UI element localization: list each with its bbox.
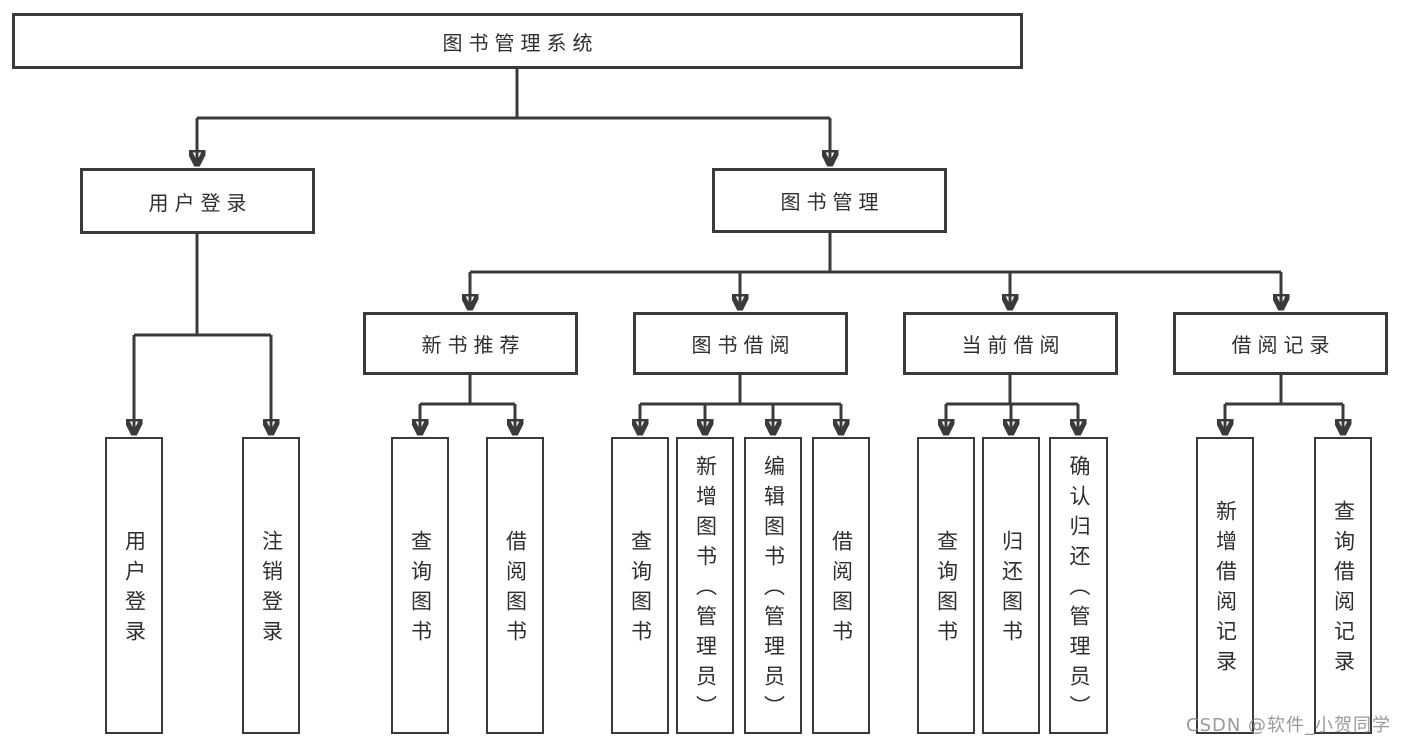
leaf-edit-books-admin: 编辑图书（管理员） (744, 437, 802, 734)
leaf-query-books-borrowing: 查询图书 (611, 437, 669, 734)
leaf-borrow-books-recommend: 借阅图书 (486, 437, 544, 734)
leaf-confirm-return-admin: 确认归还（管理员） (1049, 437, 1108, 734)
leaf-user-login: 用户登录 (105, 437, 163, 734)
node-book-management: 图书管理 (712, 168, 947, 233)
leaf-query-borrow-record: 查询借阅记录 (1314, 437, 1372, 734)
node-new-book-recommendation: 新书推荐 (363, 312, 578, 375)
leaf-add-books-admin: 新增图书（管理员） (676, 437, 734, 734)
node-book-borrowing: 图书借阅 (633, 312, 848, 375)
node-current-borrowing: 当前借阅 (903, 312, 1118, 375)
leaf-add-borrow-record: 新增借阅记录 (1196, 437, 1254, 734)
leaf-borrow-books-borrowing: 借阅图书 (812, 437, 870, 734)
leaf-query-books-current: 查询图书 (917, 437, 975, 734)
node-borrow-records: 借阅记录 (1173, 312, 1388, 375)
leaf-logout: 注销登录 (242, 437, 300, 734)
csdn-watermark: CSDN @软件_小贺同学 (1186, 715, 1392, 736)
node-library-management-system: 图书管理系统 (12, 13, 1023, 69)
leaf-return-books: 归还图书 (982, 437, 1040, 734)
node-user-login: 用户登录 (80, 168, 315, 234)
leaf-query-books-recommend: 查询图书 (391, 437, 449, 734)
